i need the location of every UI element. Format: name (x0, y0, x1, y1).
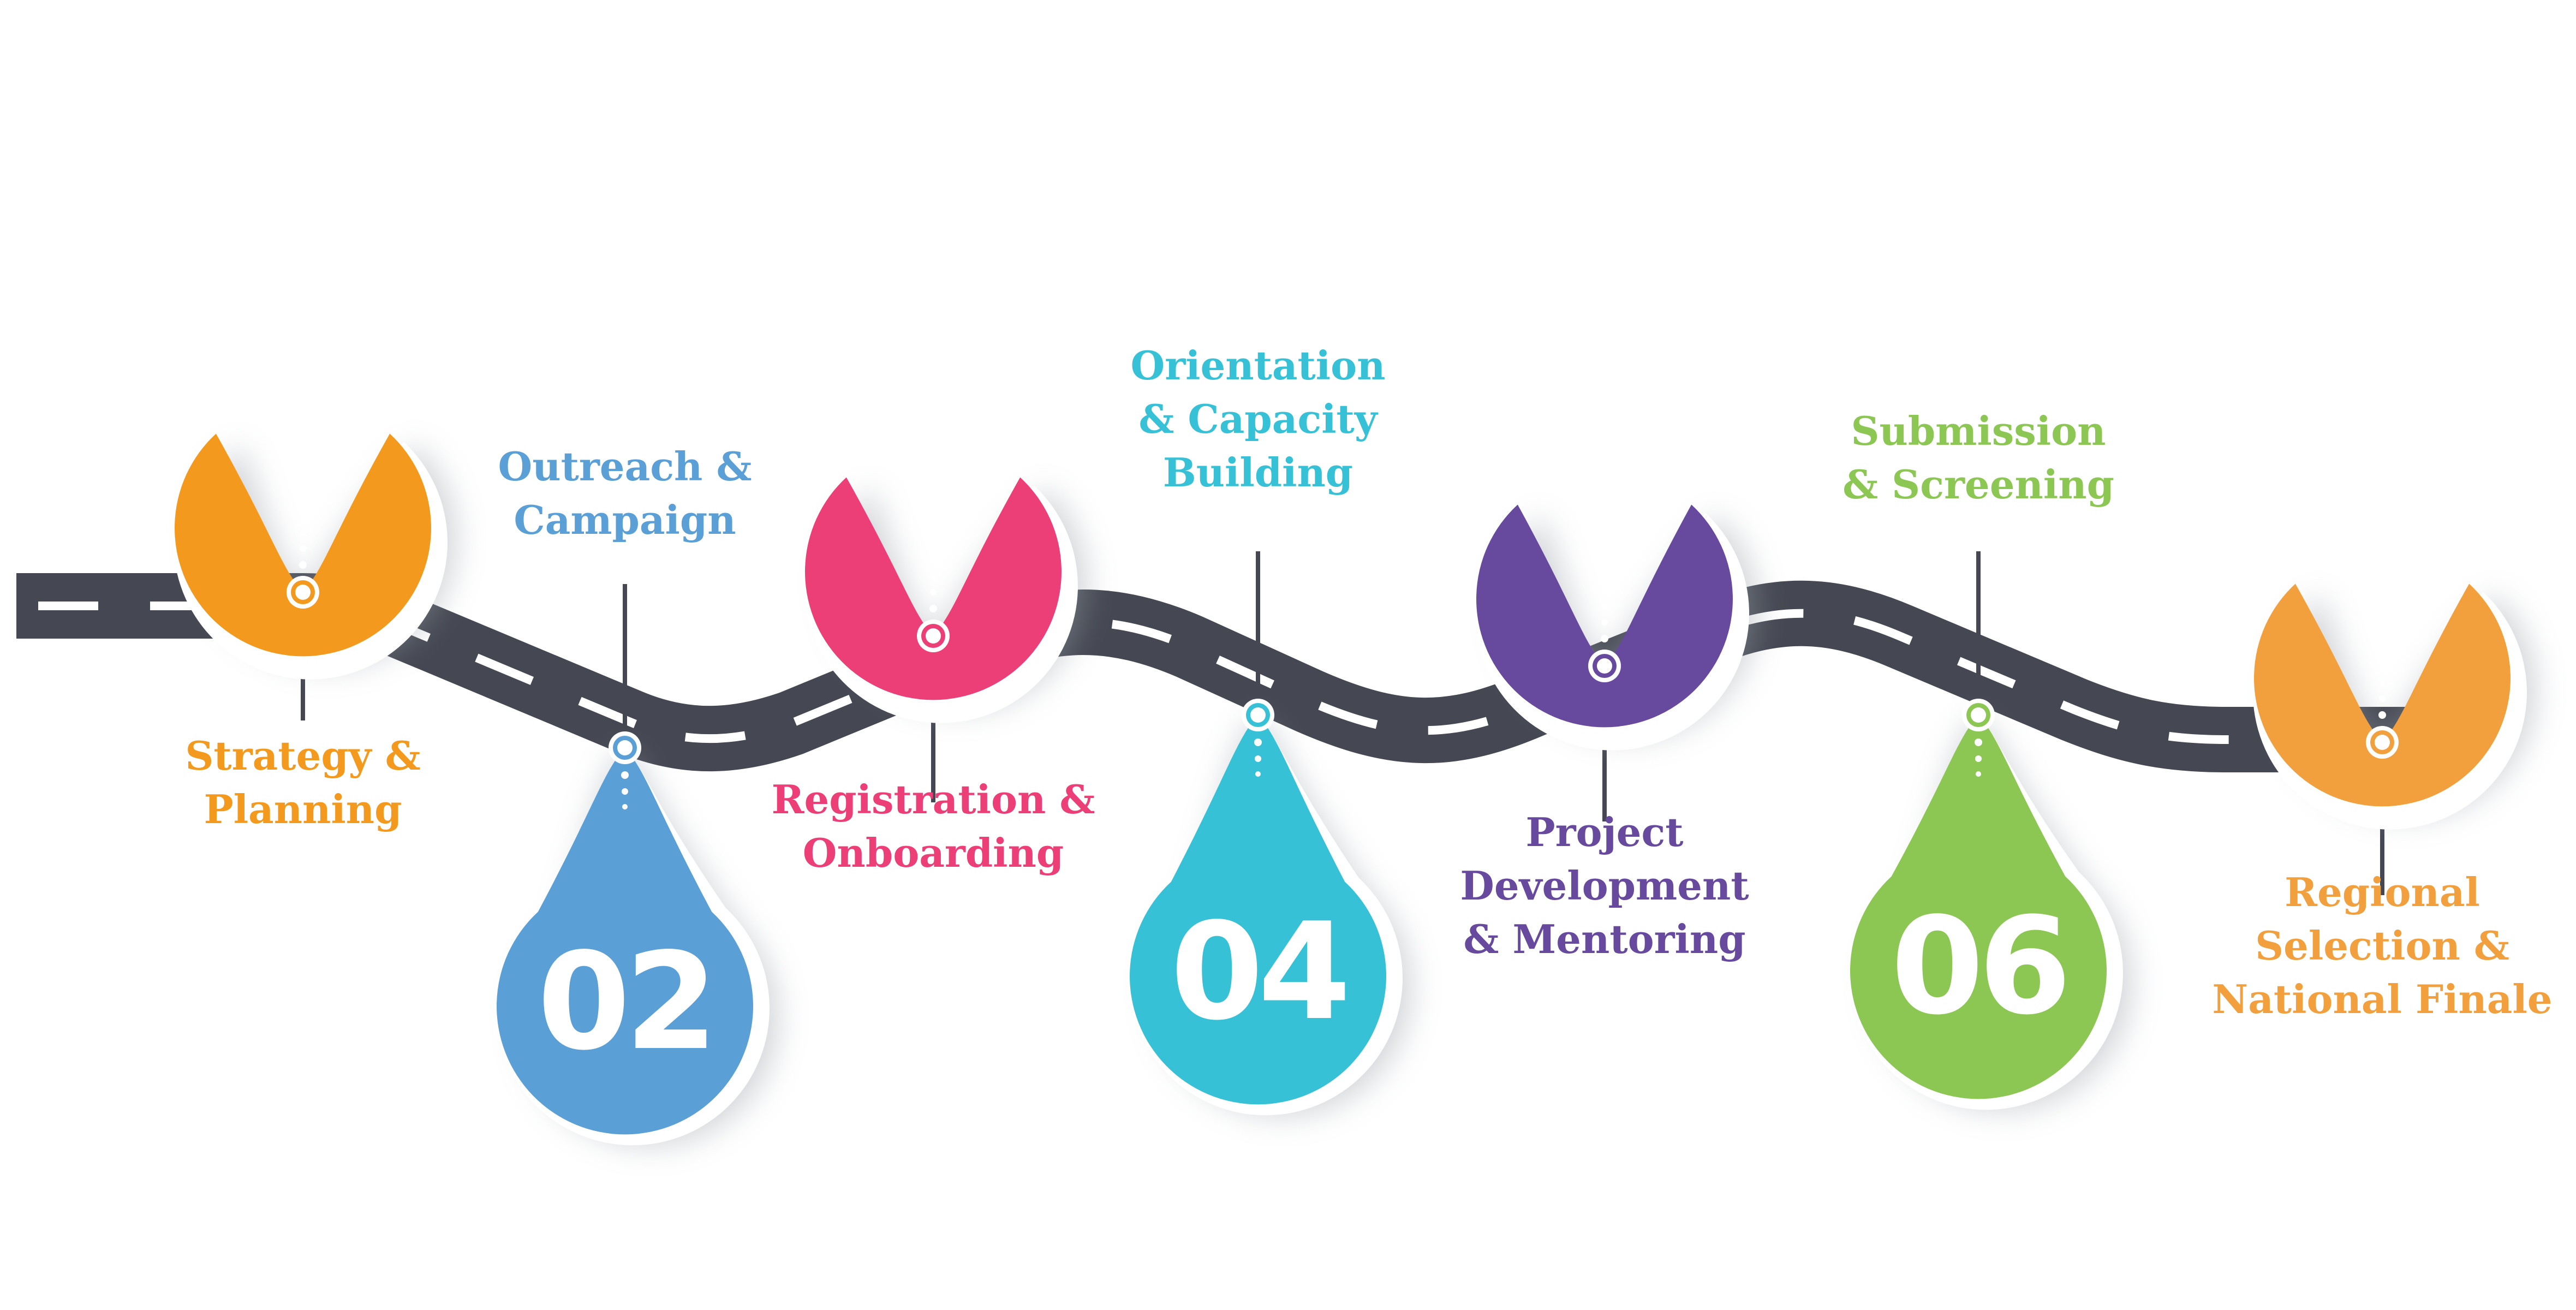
step-02-anchor-center (617, 740, 633, 755)
step-05-number: 05 (1517, 337, 1692, 493)
step-04-label-line: Orientation (1130, 342, 1385, 389)
step-04-label-line: Building (1163, 449, 1353, 496)
step-02-label: Outreach & Campaign (498, 443, 752, 543)
step-01-label-line: Planning (204, 786, 402, 832)
road-center-dashes (16, 602, 2461, 744)
step-04-pin-body (1130, 715, 1386, 1105)
step-02-number: 02 (538, 924, 713, 1080)
step-07-anchor-center (2375, 735, 2390, 750)
step-03-label: Registration & Onboarding (772, 776, 1095, 876)
step-05-label-line: Development (1460, 862, 1749, 909)
step-05-neck-dot (1602, 604, 1607, 610)
step-03-label-line: Registration & (772, 776, 1095, 823)
step-03-pin-body (805, 477, 1062, 700)
step-01-neck-dot (300, 531, 306, 536)
step-03-pin: 03 (804, 310, 1087, 723)
step-06-pin-body (1850, 715, 2107, 1099)
step-04-label-line: & Capacity (1138, 396, 1378, 442)
step-06-pin: 06 (1849, 699, 2131, 1110)
step-03-neck-dot (929, 605, 937, 612)
step-06-number: 06 (1891, 889, 2066, 1044)
step-07-neck-dot (2379, 695, 2386, 702)
step-01-number: 01 (216, 266, 391, 422)
step-05-label-line: Project (1525, 809, 1683, 855)
step-01-label: Strategy & Planning (185, 733, 420, 832)
step-02-pin-body (497, 748, 753, 1135)
step-05-label-line: & Mentoring (1463, 916, 1745, 962)
step-04-number: 04 (1171, 894, 1346, 1050)
step-04-pin: 04 (1129, 699, 1411, 1116)
step-07-number: 07 (2295, 416, 2470, 572)
step-06-label: Submission & Screening (1842, 408, 2114, 508)
step-01-label-line: Strategy & (185, 733, 420, 779)
road (16, 573, 2461, 772)
step-01-neck-dot (299, 561, 307, 569)
step-02-label-line: Campaign (514, 497, 736, 543)
step-05-pin: 05 (1475, 337, 1757, 751)
step-05-pin-body (1476, 504, 1733, 728)
step-07-pin: 07 (2253, 416, 2535, 830)
step-07-pin-body (2253, 583, 2511, 807)
step-06-neck-dot (1976, 771, 1981, 777)
step-04-neck-dot (1255, 755, 1261, 762)
step-06-neck-dot (1975, 739, 1982, 746)
step-05-anchor-center (1597, 658, 1612, 674)
step-07-label-line: Regional (2285, 869, 2480, 915)
step-04-neck-dot (1254, 739, 1262, 746)
step-02-neck-dot (621, 771, 629, 779)
step-03-number: 03 (846, 310, 1021, 466)
step-01-anchor-center (295, 585, 311, 600)
step-07-neck-dot (2380, 681, 2385, 686)
step-04-anchor-center (1250, 707, 1266, 723)
step-01-pin: 01 (174, 266, 456, 680)
step-03-neck-dot (930, 589, 937, 596)
step-02-label-line: Outreach & (498, 443, 752, 490)
step-03-label-line: Onboarding (803, 830, 1064, 876)
step-06-anchor-center (1971, 707, 1986, 723)
step-05-neck-dot (1601, 619, 1608, 626)
step-02-neck-dot (622, 804, 628, 809)
step-02-pin: 02 (496, 731, 778, 1146)
step-03-neck-dot (931, 574, 936, 580)
step-05-neck-dot (1601, 635, 1608, 642)
step-07-label-line: National Finale (2212, 976, 2552, 1022)
step-07-neck-dot (2378, 711, 2386, 719)
step-03-anchor-center (926, 628, 941, 644)
step-06-neck-dot (1975, 755, 1982, 762)
step-02-neck-dot (622, 788, 628, 795)
step-04-neck-dot (1255, 771, 1261, 777)
step-01-pin-body (175, 433, 431, 657)
step-01-neck-dot (300, 545, 306, 552)
step-06-label-line: Submission (1851, 408, 2106, 454)
step-06-label-line: & Screening (1842, 461, 2114, 508)
step-07-label-line: Selection & (2255, 922, 2509, 969)
